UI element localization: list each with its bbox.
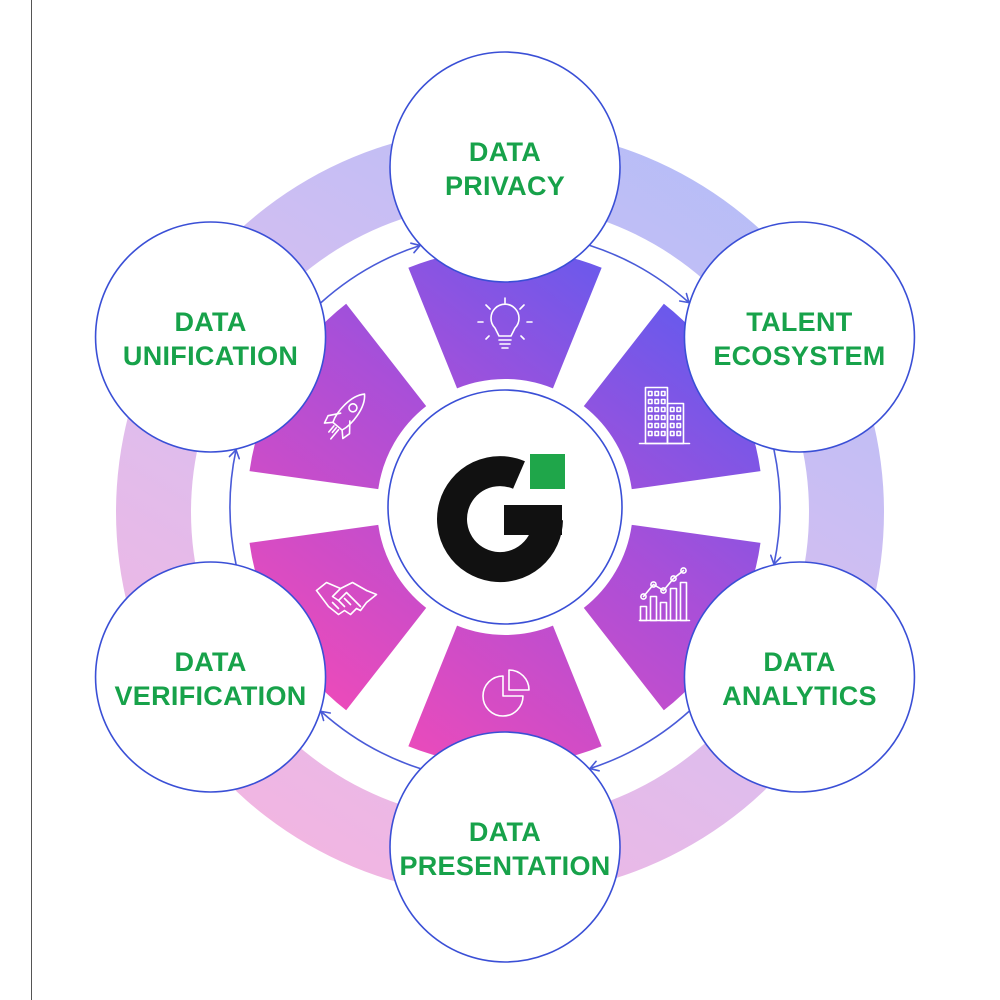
logo-green-square [530, 454, 565, 489]
bar-chart-icon [638, 567, 691, 622]
segment-data-privacy [408, 248, 602, 389]
node-label-line: UNIFICATION [123, 341, 298, 371]
g-logo [437, 454, 565, 583]
node-label-line: DATA [174, 307, 246, 337]
cycle-arrow [589, 710, 690, 770]
cycle-arrows [228, 242, 782, 772]
node-label-line: VERIFICATION [114, 681, 306, 711]
lightbulb-icon [477, 297, 533, 349]
node-label-line: TALENT [746, 307, 852, 337]
segment-data-verification [249, 524, 427, 711]
node-label-line: DATA [469, 817, 541, 847]
rocket-icon [323, 393, 366, 440]
pie-chart-icon [482, 669, 530, 717]
segments-group [249, 248, 761, 765]
node-data-privacy: DATA PRIVACY [389, 51, 621, 283]
node-label-line: ANALYTICS [722, 681, 877, 711]
cycle-arrow [229, 449, 237, 565]
node-label-line: PRIVACY [445, 171, 565, 201]
segment-talent-ecosystem [583, 303, 761, 490]
left-border-line [31, 0, 32, 1000]
cycle-arrow [589, 244, 690, 304]
node-data-verification: DATA VERIFICATION [94, 561, 327, 793]
node-label-line: DATA [174, 647, 246, 677]
node-label-line: ECOSYSTEM [713, 341, 885, 371]
node-data-unification: DATA UNIFICATION [94, 221, 327, 453]
segment-data-unification [249, 303, 427, 490]
node-label-line: DATA [469, 137, 541, 167]
segment-data-analytics [583, 524, 761, 711]
node-data-analytics: DATA ANALYTICS [683, 561, 916, 793]
node-data-presentation: DATA PRESENTATION [389, 731, 621, 963]
node-talent-ecosystem: TALENT ECOSYSTEM [683, 221, 916, 453]
center-hub [387, 389, 623, 625]
handshake-icon [315, 581, 378, 616]
node-label-line: PRESENTATION [399, 851, 610, 881]
building-icon [638, 386, 691, 445]
cycle-arrow [320, 244, 421, 304]
cycle-arrow [320, 710, 421, 770]
cycle-arrow [773, 449, 781, 565]
node-circles: DATAPRIVACYTALENTECOSYSTEMDATAANALYTICSD… [94, 51, 916, 963]
node-label-line: DATA [763, 647, 835, 677]
